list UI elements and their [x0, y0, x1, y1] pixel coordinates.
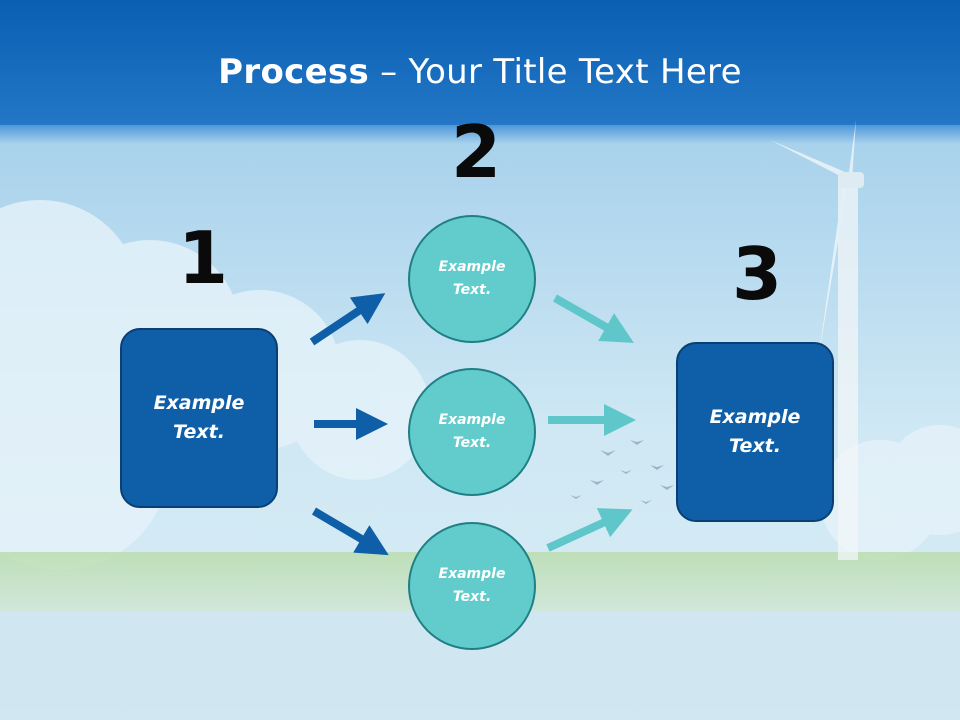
arrow-bottom-to-3: [546, 508, 633, 552]
step-number-3: 3: [732, 232, 783, 316]
step-number-1: 1: [178, 216, 229, 300]
step-2-circle-bottom: Example Text.: [408, 522, 536, 650]
circle-top-line-2: Text.: [452, 282, 492, 298]
title-rest: – Your Title Text Here: [369, 52, 742, 92]
circle-bottom-line-2: Text.: [452, 589, 492, 605]
step-2-circle-middle: Example Text.: [408, 368, 536, 496]
step-3-box: Example Text.: [676, 342, 834, 522]
arrow-1-to-bottom: [311, 507, 389, 556]
step-3-line-1: Example: [709, 406, 801, 428]
arrow-1-to-top: [309, 293, 386, 346]
step-1-line-2: Text.: [173, 421, 225, 443]
slide-title: Process – Your Title Text Here: [0, 52, 960, 92]
arrow-top-to-3: [553, 294, 634, 343]
step-1-line-1: Example: [153, 392, 245, 414]
step-1-box: Example Text.: [120, 328, 278, 508]
circle-bottom-line-1: Example: [438, 566, 506, 582]
circle-top-line-1: Example: [438, 259, 506, 275]
circle-middle-line-1: Example: [438, 412, 506, 428]
step-number-2: 2: [451, 110, 502, 194]
birds: [570, 440, 674, 504]
title-bold: Process: [218, 52, 370, 92]
wind-turbine: [770, 120, 864, 560]
step-2-circle-top: Example Text.: [408, 215, 536, 343]
step-3-line-2: Text.: [729, 435, 781, 457]
circle-middle-line-2: Text.: [452, 435, 492, 451]
